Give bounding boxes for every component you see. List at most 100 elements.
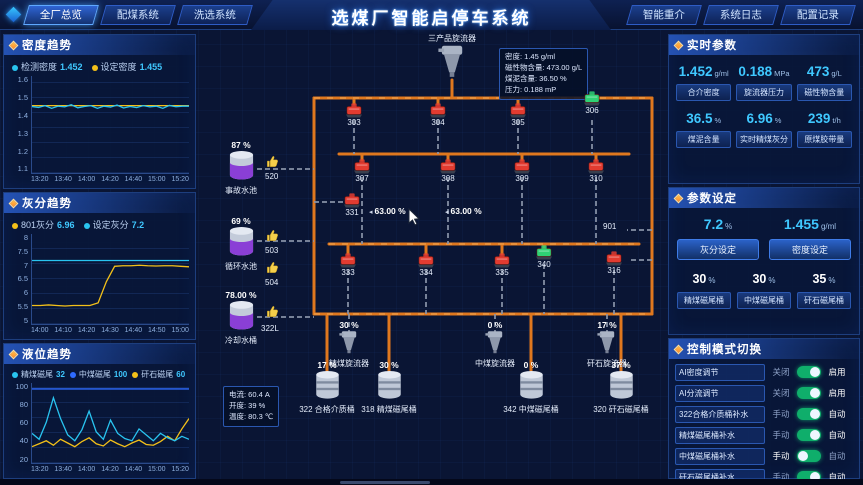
stat-clean-coal-ash: 6.96% 实时精煤灰分 [736,110,792,148]
clean-coal-tail-label[interactable]: 精煤磁尾桶 [677,292,731,309]
nav-smart-medium[interactable]: 智能重介 [626,5,702,25]
density-set-button[interactable]: 密度设定 [769,239,851,260]
tank-icon [228,150,255,181]
valve-331[interactable]: 331 [337,192,367,218]
toggle-switch[interactable] [797,387,821,399]
valve-icon [427,102,449,118]
control-row-ai-split: AI分流调节 关闭 启用 [675,384,853,402]
valve-901-tag[interactable]: 901 [603,222,617,231]
valve-310[interactable]: 310 [581,158,611,184]
valve-icon [415,252,437,268]
nav-plant-overview[interactable]: 全厂总览 [23,5,99,25]
plot-area [31,234,189,325]
valve-309[interactable]: 309 [507,158,537,184]
control-label: AI密度调节 [675,363,765,381]
valve-303[interactable]: 303 [339,102,369,128]
toggle-switch[interactable] [797,450,821,462]
split-percent-label: 63.00 % [445,206,482,216]
panel-title: 参数设定 [687,193,737,205]
cyclone-info-box: 密度: 1.45 g/ml 磁性物含量: 473.00 g/L 煤泥含量: 36… [499,48,589,100]
control-row-ai-density: AI密度调节 关闭 启用 [675,363,853,381]
control-mode-panel: 控制模式切换 AI密度调节 关闭 启用 AI分流调节 关闭 启用 322合格介质… [668,338,860,485]
panel-icon [8,40,19,50]
middlings-tail-label[interactable]: 中煤磁尾桶 [737,292,791,309]
panel-title: 实时参数 [687,40,737,52]
valve-icon [337,252,359,268]
panel-title: 控制模式切换 [687,344,762,356]
cyclone-icon [596,330,618,354]
middlings-cyclone: 0 % 中煤旋流器 [475,320,515,369]
cyclone-icon [437,44,467,78]
panel-title: 灰分趋势 [22,198,72,210]
legend-dot-icon [12,222,18,229]
valve-307[interactable]: 307 [347,158,377,184]
accident-water-pool: 87 % 事故水池 [225,140,257,196]
toggle-switch[interactable] [797,366,821,378]
cyclone-icon [484,330,506,354]
control-label: 322合格介质桶补水 [675,405,765,423]
panel-icon [673,344,684,354]
valve-306[interactable]: 306 [577,90,607,116]
valve-icon [581,90,603,106]
cooling-water-tank: 78.00 % 冷却水桶 [225,290,257,346]
pump-info-box: 电流: 60.4 A 开度: 39 % 温度: 80.3 ℃ [223,386,280,427]
nav-system-log[interactable]: 系统日志 [703,5,779,25]
equipment-tag: 520 [265,172,279,181]
clean-coal-cyclone: 30 % 精煤旋流器 [329,320,369,369]
tank-icon [376,370,403,400]
title-band [251,0,611,30]
plot-area [31,76,189,174]
valve-316[interactable]: 316 [599,250,629,276]
ash-set-button[interactable]: 灰分设定 [677,239,759,260]
valve-305[interactable]: 305 [503,102,533,128]
pump-indicator-icon [265,154,280,169]
control-label: 精煤磁尾桶补水 [675,426,765,444]
pump-indicator-icon [265,304,280,319]
valve-334[interactable]: 334 [411,252,441,278]
valve-icon [341,192,363,208]
valve-304[interactable]: 304 [423,102,453,128]
valve-335[interactable]: 335 [487,252,517,278]
control-row-clean-refill: 精煤磁尾桶补水 手动 自动 [675,426,853,444]
toggle-switch[interactable] [797,429,821,441]
pump-indicator-icon [265,228,280,243]
legend-dot-icon [132,371,139,378]
circulating-water-pool: 69 % 循环水池 [225,216,257,272]
valve-icon [351,158,373,174]
nav-config-record[interactable]: 配置记录 [780,5,856,25]
qualified-medium-tank: 17 % 322 合格介质桶 [299,360,355,415]
gangue-tail-label[interactable]: 矸石磁尾桶 [797,292,851,309]
valve-333[interactable]: 333 [333,252,363,278]
nav-washing-system[interactable]: 洗选系统 [177,5,253,25]
clean-coal-magnetic-tail-tank: 30 % 318 精煤磁尾桶 [361,360,417,415]
plot-area [31,383,189,464]
panel-title: 密度趋势 [22,40,72,52]
three-product-cyclone: 三产品旋流器 [409,34,495,83]
pump-indicator-icon [265,260,280,275]
footer-scrollbar[interactable] [340,481,430,484]
toggle-switch[interactable] [797,408,821,420]
valve-308[interactable]: 308 [433,158,463,184]
control-row-322-refill: 322合格介质桶补水 手动 自动 [675,405,853,423]
panel-icon [8,349,19,359]
nav-coal-blending[interactable]: 配煤系统 [100,5,176,25]
valve-340[interactable]: 340 [529,244,559,270]
gangue-tail-cell: 35% 矸石磁尾桶 [797,270,851,309]
